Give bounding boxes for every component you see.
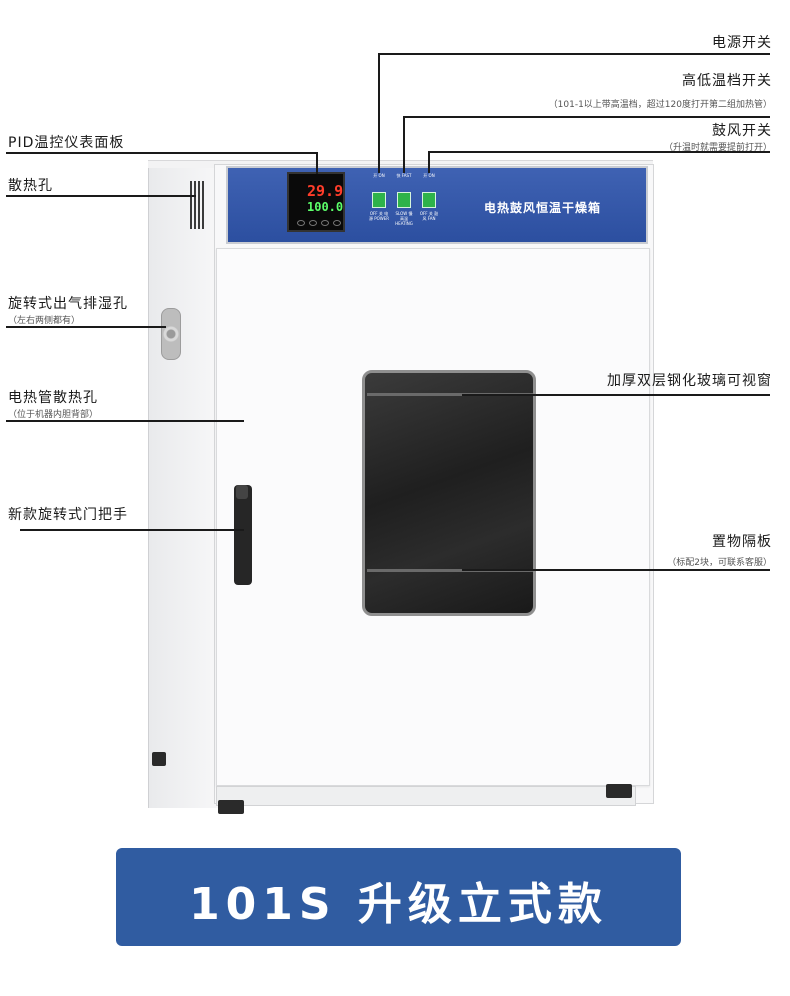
shelf-lower bbox=[367, 569, 533, 572]
foot-back-left bbox=[152, 752, 166, 766]
sv-readout: 100.0 bbox=[307, 200, 344, 214]
heater-callout-line bbox=[6, 420, 244, 422]
exhaust-note: （左右两侧都有） bbox=[8, 316, 81, 326]
window-label: 加厚双层钢化玻璃可视窗 bbox=[607, 373, 772, 389]
cabinet-base bbox=[216, 786, 636, 806]
shelf-callout-line bbox=[462, 569, 770, 571]
fan-switch-label: 鼓风开关 bbox=[712, 123, 772, 139]
cabinet-side bbox=[148, 168, 218, 808]
power-callout-drop bbox=[378, 53, 380, 173]
fan-callout-drop bbox=[428, 151, 430, 173]
power-switch-label: 电源开关 bbox=[712, 35, 772, 51]
fan-switch-bottom-label: OFF 关 鼓风 FAN bbox=[419, 211, 439, 221]
exhaust-callout-line bbox=[6, 326, 166, 328]
temp-switch-bottom-label: SLOW 慢 高温 HEATING bbox=[395, 211, 413, 226]
temp-switch-top-label: 快 FAST bbox=[396, 173, 412, 178]
heater-vent-label: 电热管散热孔 bbox=[8, 390, 98, 406]
window-callout-line bbox=[462, 394, 770, 396]
vent-callout-line bbox=[6, 195, 196, 197]
temp-callout-line bbox=[403, 116, 770, 118]
shelf-upper bbox=[367, 393, 533, 396]
vent-grille bbox=[190, 181, 204, 229]
heater-vent-note: （位于机器内胆背部） bbox=[8, 410, 99, 420]
pid-callout-drop bbox=[316, 152, 318, 174]
shelf-note: （标配2块，可联系客服） bbox=[667, 558, 772, 568]
exhaust-label: 旋转式出气排湿孔 bbox=[8, 296, 128, 312]
handle-label: 新款旋转式门把手 bbox=[8, 507, 128, 523]
power-switch-bottom-label: OFF 关 电源 POWER bbox=[368, 211, 390, 221]
fan-switch[interactable] bbox=[422, 192, 436, 208]
door-handle-cap bbox=[236, 485, 248, 499]
vent-label: 散热孔 bbox=[8, 178, 53, 194]
exhaust-port-icon bbox=[161, 308, 181, 360]
pid-controller-display: 29.9 100.0 bbox=[287, 172, 345, 232]
controller-keys bbox=[297, 220, 341, 226]
power-callout-line bbox=[378, 53, 770, 55]
fan-switch-note: （升温时就需要提前打开） bbox=[663, 143, 772, 153]
foot-front-left bbox=[218, 800, 244, 814]
power-switch[interactable] bbox=[372, 192, 386, 208]
fan-callout-line bbox=[428, 151, 770, 153]
foot-front-right bbox=[606, 784, 632, 798]
viewing-window bbox=[362, 370, 536, 616]
model-banner-text: 101S 升级立式款 bbox=[189, 879, 608, 930]
shelf-label: 置物隔板 bbox=[712, 534, 772, 550]
temp-switch[interactable] bbox=[397, 192, 411, 208]
model-banner: 101S 升级立式款 bbox=[116, 848, 681, 946]
fan-switch-top-label: 开 ON bbox=[423, 173, 435, 178]
power-switch-top-label: 开 ON bbox=[373, 173, 385, 178]
pid-callout-line bbox=[6, 152, 318, 154]
pv-readout: 29.9 bbox=[307, 182, 344, 200]
temp-switch-note: （101-1以上带高温档，超过120度打开第二组加热管） bbox=[548, 100, 772, 110]
panel-title: 电热鼓风恒温干燥箱 bbox=[484, 201, 602, 215]
pid-panel-label: PID温控仪表面板 bbox=[8, 135, 125, 151]
door-handle bbox=[234, 485, 252, 585]
handle-callout-line bbox=[20, 529, 244, 531]
temp-callout-drop bbox=[403, 116, 405, 173]
temp-switch-label: 高低温档开关 bbox=[682, 73, 772, 89]
